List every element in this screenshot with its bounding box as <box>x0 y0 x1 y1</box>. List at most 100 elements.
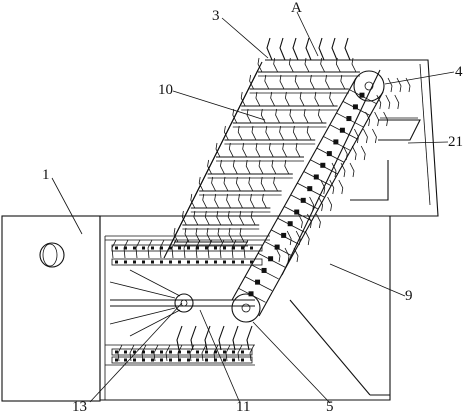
top-sprocket <box>353 70 385 102</box>
rake-tine <box>228 227 234 243</box>
strip-hole <box>214 246 217 250</box>
chain-roller <box>333 139 339 145</box>
rake-tine <box>255 142 261 158</box>
rake-tine-right <box>354 128 359 144</box>
trough-tine-low <box>177 344 183 362</box>
strip-hole <box>151 358 154 362</box>
rake-tine <box>228 142 234 158</box>
rake-tine <box>257 57 263 73</box>
strip-hole <box>205 350 208 354</box>
rake-tine-right <box>309 196 315 212</box>
rake-tine <box>240 91 246 107</box>
perforated-strips <box>111 244 263 364</box>
trough-tine <box>183 239 189 259</box>
trough-tine <box>219 239 225 259</box>
chain-roller <box>326 151 332 157</box>
trough-tine <box>243 239 249 259</box>
strip-hole <box>142 350 145 354</box>
left-housing <box>1 215 101 402</box>
strip-hole <box>160 260 163 264</box>
strip-hole <box>196 350 199 354</box>
rake-tine <box>258 159 264 175</box>
strip-hole <box>205 246 208 250</box>
rake-tine <box>232 108 238 124</box>
housing-port-circle <box>39 242 65 268</box>
rake-tine-right <box>340 162 346 178</box>
rake-tine-right <box>372 128 377 144</box>
strip-hole <box>178 246 181 250</box>
strip-hole <box>169 358 172 362</box>
top-tine <box>279 37 286 61</box>
trough-tine-low <box>213 344 219 362</box>
trough-tine <box>171 239 177 259</box>
chain-roller <box>255 279 261 285</box>
strip-hole <box>169 350 172 354</box>
rake-tine <box>232 159 238 175</box>
trough-tine-low <box>237 344 243 362</box>
rake-tine <box>284 91 290 107</box>
trough-tine <box>135 239 141 259</box>
rake-tine <box>260 176 266 192</box>
top-tine <box>266 37 273 61</box>
chain-roller <box>352 104 358 110</box>
rake-tine-right <box>342 145 348 161</box>
rake-tine <box>235 176 241 192</box>
strip-hole <box>151 246 154 250</box>
rake-tine-right <box>298 213 303 229</box>
trough-tine <box>111 239 117 259</box>
chain-roller <box>294 209 300 215</box>
rake-tine <box>264 74 270 90</box>
rake-tine <box>303 108 309 124</box>
rake-tine <box>295 142 301 158</box>
rake-tine <box>314 91 320 107</box>
chain-roller <box>248 291 254 297</box>
trough-tine-low <box>153 344 159 362</box>
rake-tine <box>317 108 323 124</box>
chain-roller <box>281 232 287 238</box>
rake-tine <box>193 210 199 226</box>
strip-hole <box>133 260 136 264</box>
rake-tine <box>207 159 212 175</box>
rake-tine <box>306 125 312 141</box>
chain-roller <box>268 256 274 262</box>
bottom-trough <box>99 215 391 401</box>
bottom-sprocket <box>231 293 261 323</box>
strip-hole <box>160 350 163 354</box>
rake-tine <box>237 125 243 141</box>
trough-tine <box>195 239 201 259</box>
label-4: 4 <box>455 64 463 80</box>
rake-tine <box>250 193 255 209</box>
strip-hole <box>115 350 118 354</box>
trough-tine-low <box>141 344 147 362</box>
perforated-strip <box>111 258 263 266</box>
strip-hole <box>241 358 244 362</box>
rake-tine <box>271 159 277 175</box>
rake-tine <box>248 176 254 192</box>
strip-hole <box>250 260 253 264</box>
rake-tine-right <box>405 77 411 93</box>
strip-hole <box>115 260 118 264</box>
roller-tine <box>204 325 211 351</box>
rake-tine <box>242 142 248 158</box>
roller-tine <box>190 325 197 351</box>
strip-hole <box>223 260 226 264</box>
rake-tine <box>261 193 267 209</box>
strip-hole <box>223 350 226 354</box>
strip-hole <box>214 358 217 362</box>
label-9: 9 <box>405 288 413 304</box>
strip-hole <box>178 260 181 264</box>
strip-hole <box>124 246 127 250</box>
rake-tine <box>215 142 221 158</box>
rake-tine <box>184 227 190 243</box>
strip-hole <box>223 246 226 250</box>
label-3: 3 <box>212 8 220 24</box>
rake-tine <box>329 91 334 107</box>
chain-roller <box>320 162 326 168</box>
rake-tine-right <box>329 179 335 195</box>
rake-tine <box>217 227 223 243</box>
trough-tine <box>231 239 237 259</box>
rake-tine <box>279 74 285 90</box>
rake-tine-right <box>320 179 326 195</box>
